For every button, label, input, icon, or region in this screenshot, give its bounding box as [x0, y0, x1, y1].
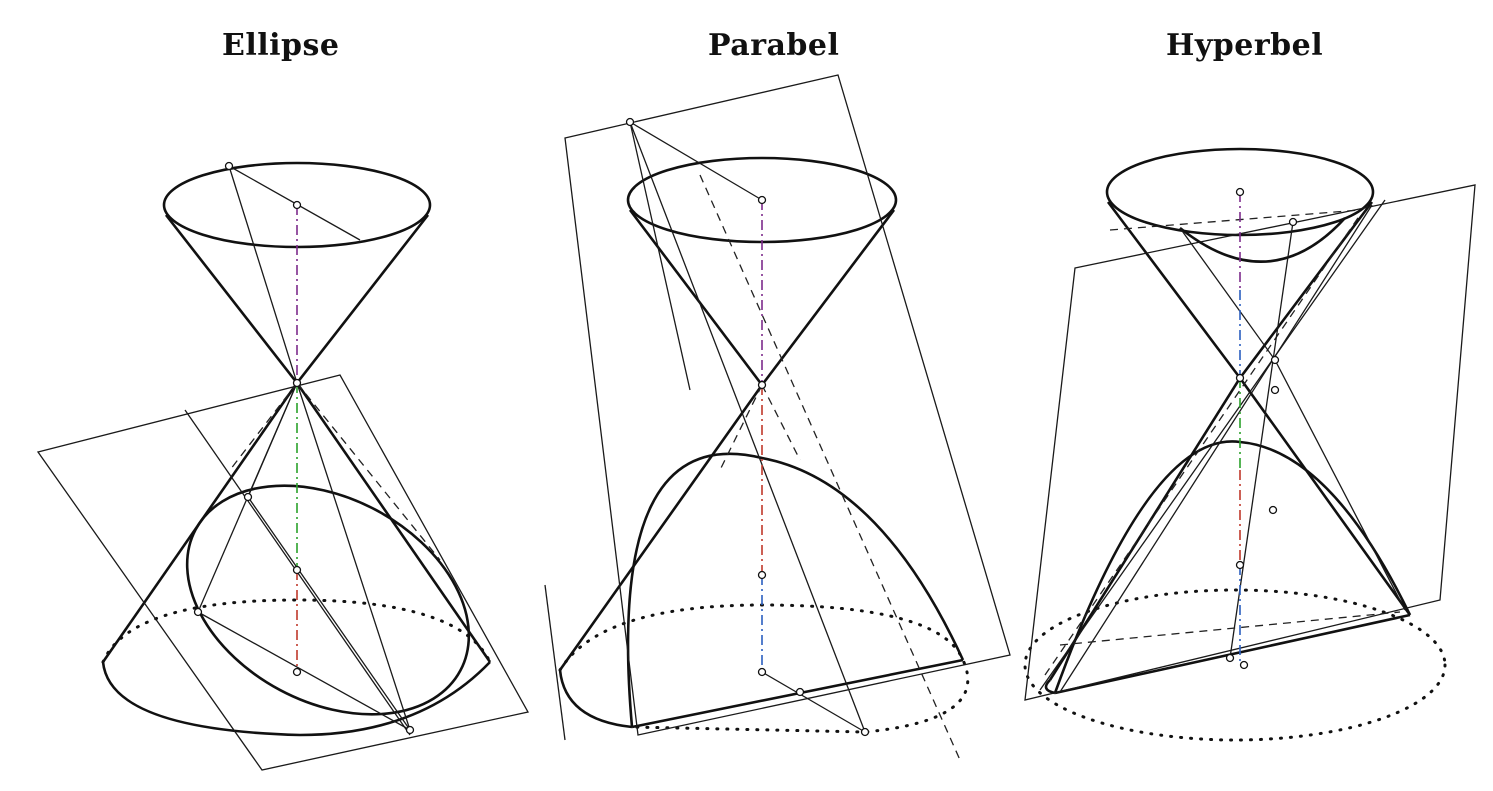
ellipse-upper-left-edge [164, 214, 299, 384]
parabel-curve [626, 452, 965, 728]
parabel-point [625, 117, 635, 127]
hyperbel-dashed-line [1044, 214, 1361, 676]
hyperbel-point [1225, 653, 1235, 663]
hyperbel-plane-line-1 [1039, 199, 1386, 691]
ellipse-major-axis [247, 496, 411, 731]
ellipse-lower-rim-back [101, 598, 492, 664]
ellipse-diagram [36, 161, 529, 771]
parabel-lower-rim-back [558, 603, 970, 734]
parabel-point [795, 687, 805, 697]
hyperbel-point [1235, 187, 1245, 197]
ellipse-point [292, 200, 302, 210]
parabel-upper-left-edge [628, 209, 764, 386]
ellipse-inner-line-right [296, 382, 411, 731]
parabel-plane-line [629, 121, 866, 733]
ellipse-dashed-right [296, 382, 441, 561]
parabel-diagram [544, 74, 1011, 761]
parabel-upper-right-edge [760, 209, 896, 386]
hyperbel-lower-rim-front [1044, 679, 1056, 695]
hyperbel-point [1235, 560, 1245, 570]
parabel-plane-edge [544, 584, 566, 741]
hyperbel-lower-rim [1023, 588, 1447, 742]
hyperbel-construct-line [1179, 227, 1276, 361]
ellipse-point [292, 565, 302, 575]
parabel-top-line [629, 121, 763, 201]
ellipse-point [243, 492, 253, 502]
parabel-title: Parabel [708, 28, 840, 63]
ellipse-curve [185, 484, 471, 716]
ellipse-point [292, 667, 302, 677]
parabel-apex-point [757, 380, 767, 390]
parabel-point [757, 570, 767, 580]
ellipse-chord [197, 611, 411, 731]
hyperbel-point [1239, 660, 1249, 670]
ellipse-dashed-left [229, 382, 298, 471]
ellipse-point [405, 725, 415, 735]
ellipse-lower-right-edge [295, 382, 492, 663]
hyperbel-diagram [1023, 147, 1476, 742]
hyperbel-point [1270, 355, 1280, 365]
hyperbel-point [1288, 217, 1298, 227]
hyperbel-construct-line-2 [1274, 359, 1406, 611]
parabel-point [757, 195, 767, 205]
hyperbel-upper-right-edge [1238, 201, 1374, 379]
ellipse-upper-right-edge [295, 214, 430, 384]
hyperbel-point [1268, 505, 1278, 515]
ellipse-cutting-plane [36, 374, 529, 771]
hyperbel-point [1270, 385, 1280, 395]
ellipse-point [224, 161, 234, 171]
parabel-lower-rim-front [558, 669, 633, 729]
parabel-cutting-plane [564, 74, 1011, 736]
hyperbel-apex-point [1235, 373, 1245, 383]
parabel-dashed-line [699, 174, 961, 761]
parabel-base-line [761, 671, 866, 733]
ellipse-apex-point [292, 378, 302, 388]
parabel-point [860, 727, 870, 737]
hyperbel-lower-left-edge [1048, 377, 1242, 681]
hyperbel-upper-left-edge [1106, 201, 1242, 379]
hyperbel-cutting-plane [1024, 184, 1476, 701]
ellipse-point [193, 607, 203, 617]
hyperbel-bottom-dashed [1059, 611, 1401, 646]
hyperbel-title: Hyperbel [1166, 28, 1324, 63]
hyperbel-base-chord [1054, 613, 1411, 695]
ellipse-generator-line [228, 165, 298, 384]
hyperbel-upper-branch [1179, 217, 1346, 263]
parabel-point [757, 667, 767, 677]
hyperbel-plane-line-2 [1059, 204, 1373, 693]
parabel-dashed-right [761, 384, 801, 461]
parabel-dashed-left [719, 384, 763, 471]
parabel-lower-left-edge [558, 384, 764, 671]
ellipse-title: Ellipse [222, 28, 340, 63]
parabel-left-line [629, 121, 691, 391]
hyperbel-lower-right-edge [1238, 377, 1412, 616]
ellipse-lower-rim-front [101, 661, 491, 737]
